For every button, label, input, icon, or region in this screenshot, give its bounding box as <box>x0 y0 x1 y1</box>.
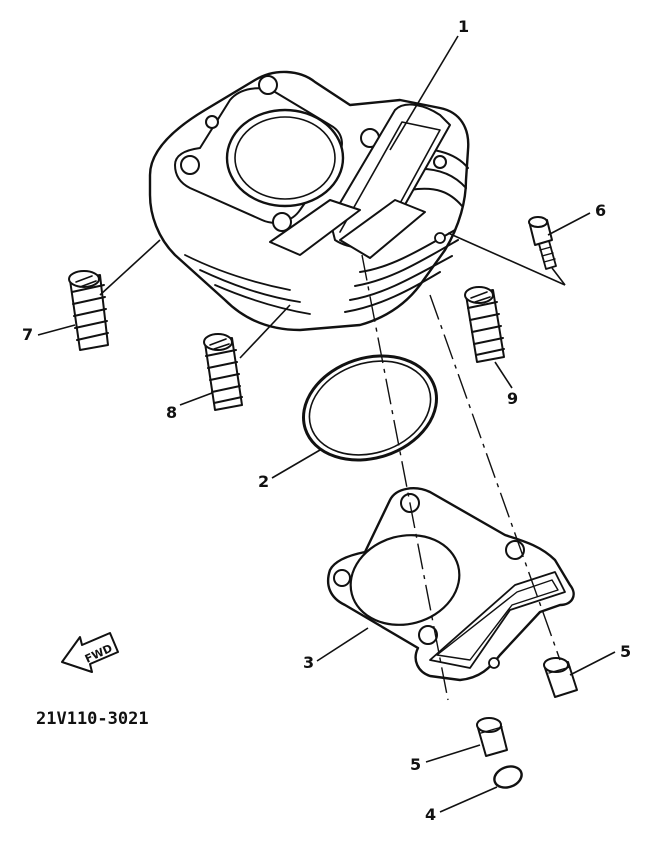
o-ring-part[interactable] <box>290 339 450 476</box>
dowel-right-part[interactable] <box>543 657 578 698</box>
fwd-arrow-icon: FWD <box>61 632 119 673</box>
stud-right-part[interactable] <box>464 286 505 363</box>
leader-line-6-branch-a <box>447 232 566 286</box>
leader-line-1 <box>389 35 459 151</box>
leader-line-7-to-cylinder <box>99 239 161 296</box>
callout-5-right: 5 <box>620 642 631 661</box>
head-gasket-part[interactable] <box>326 487 575 682</box>
alignment-line-bore <box>361 254 449 701</box>
callout-4: 4 <box>425 805 436 824</box>
callout-5-bottom: 5 <box>410 755 421 774</box>
callout-1: 1 <box>458 17 469 36</box>
callout-2: 2 <box>258 472 269 491</box>
clip-part[interactable] <box>491 763 524 791</box>
leader-line-8-to-cylinder <box>239 304 291 359</box>
leader-line-3 <box>316 627 369 662</box>
callout-3: 3 <box>303 653 314 672</box>
bolt-part[interactable] <box>528 216 557 270</box>
leader-line-6-branch-b <box>551 267 566 286</box>
callout-8: 8 <box>166 403 177 422</box>
leader-line-9 <box>494 361 513 389</box>
leader-line-5-bottom <box>425 744 481 763</box>
alignment-line-dowel <box>429 294 561 661</box>
leader-line-8 <box>179 392 213 406</box>
leader-line-2 <box>271 449 321 479</box>
stud-left-part[interactable] <box>68 270 109 351</box>
leader-line-4 <box>439 786 498 813</box>
leader-line-6 <box>547 212 591 236</box>
cylinder-part[interactable] <box>148 70 470 332</box>
drawing-code: 21V110-3021 <box>36 709 149 729</box>
leader-line-7 <box>37 324 76 336</box>
callout-6: 6 <box>595 201 606 220</box>
stud-center-part[interactable] <box>203 333 243 411</box>
leader-line-5-right <box>569 651 616 676</box>
callout-9: 9 <box>507 389 518 408</box>
callout-7: 7 <box>22 325 33 344</box>
dowel-bottom-part[interactable] <box>476 717 508 757</box>
